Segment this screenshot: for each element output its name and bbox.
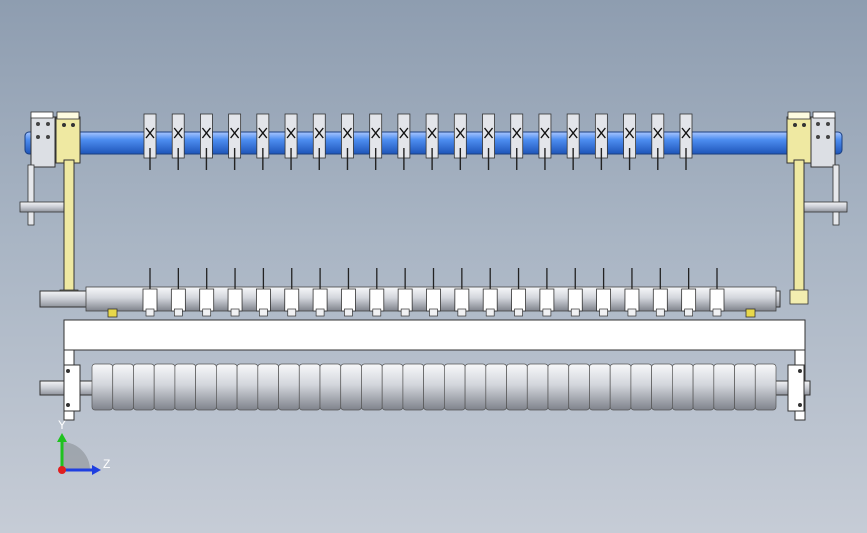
blade-clamp (228, 113, 242, 170)
roller-disc (526, 363, 549, 411)
roller-disc (112, 363, 134, 411)
cutting-blade (170, 268, 186, 317)
blade-clamp (200, 113, 213, 170)
blade-clamp-row (143, 113, 693, 170)
cutting-blade (426, 268, 441, 317)
cutting-blade (341, 268, 356, 317)
roller-disc (589, 363, 611, 411)
roller-disc (174, 363, 196, 411)
roller-disc (506, 363, 528, 411)
blade-clamp (425, 113, 439, 170)
roller-disc (754, 363, 777, 411)
roller-disc (340, 363, 362, 411)
blade-clamp (453, 113, 467, 170)
roller-disc (133, 363, 155, 411)
blade-clamp (397, 113, 411, 170)
cutting-blade (709, 268, 725, 317)
cutting-blade (539, 268, 555, 317)
roller-disc (464, 363, 487, 411)
cutting-blade (255, 268, 271, 317)
roller-disc (651, 363, 673, 411)
blade-clamp (369, 113, 383, 170)
blade-clamp (623, 113, 636, 170)
roller-disc (609, 363, 632, 411)
blade-clamp (679, 113, 693, 170)
blade-roller-assembly (39, 268, 781, 318)
cutting-blade (567, 268, 583, 317)
left-yellow-arm (55, 111, 81, 305)
blade-clamp (510, 113, 524, 170)
y-axis-label: Y (58, 418, 66, 432)
cutting-blade (199, 268, 215, 317)
cutting-blade (369, 268, 385, 317)
roller-disc (319, 363, 342, 411)
blade-clamp (284, 113, 298, 170)
z-axis-label: Z (103, 457, 110, 471)
roller-disc (153, 363, 176, 411)
blade-clamp (651, 113, 665, 170)
roller-disc (257, 363, 279, 411)
right-end-bracket (796, 111, 848, 226)
cutting-blade (142, 268, 158, 317)
cutting-blade (511, 268, 526, 317)
blade-clamp (171, 113, 185, 170)
blade-clamp (341, 113, 354, 170)
blade-clamp (566, 113, 580, 170)
coordinate-triad: Y Z (57, 418, 110, 475)
disc-stack (91, 363, 777, 411)
cutting-blade (227, 268, 243, 317)
left-end-bracket (19, 111, 71, 226)
cutting-blade (397, 268, 413, 317)
blade-clamp (312, 113, 326, 170)
cutting-blade (312, 268, 328, 317)
cutting-blade (284, 268, 300, 317)
cutting-blade-row (142, 268, 725, 317)
roller-disc (485, 363, 507, 411)
roller-disc (361, 363, 383, 411)
blade-clamp (143, 113, 157, 170)
roller-disc (547, 363, 570, 411)
blade-clamp (538, 113, 552, 170)
upper-shaft-assembly (19, 111, 848, 226)
roller-disc (734, 363, 756, 411)
roller-disc (672, 363, 694, 411)
roller-disc (692, 363, 715, 411)
blade-clamp (594, 113, 608, 170)
blade-clamp (482, 113, 495, 170)
roller-disc (236, 363, 259, 411)
roller-disc (298, 363, 321, 411)
roller-disc (278, 363, 300, 411)
cutting-blade (681, 268, 697, 317)
roller-disc (381, 363, 404, 411)
right-yellow-arm (786, 111, 812, 305)
cutting-blade (454, 268, 470, 317)
cutting-blade (624, 268, 640, 317)
lower-disc-roller (39, 363, 811, 412)
roller-disc (713, 363, 735, 411)
roller-disc (402, 363, 424, 411)
roller-disc (195, 363, 217, 411)
roller-disc (630, 363, 652, 411)
blade-clamp (256, 113, 270, 170)
roller-disc (568, 363, 590, 411)
roller-disc (216, 363, 238, 411)
cutting-blade (596, 268, 611, 317)
roller-disc (444, 363, 466, 411)
roller-disc (423, 363, 445, 411)
roller-disc (91, 363, 114, 411)
cutting-blade (482, 268, 498, 317)
cutting-blade (652, 268, 668, 317)
